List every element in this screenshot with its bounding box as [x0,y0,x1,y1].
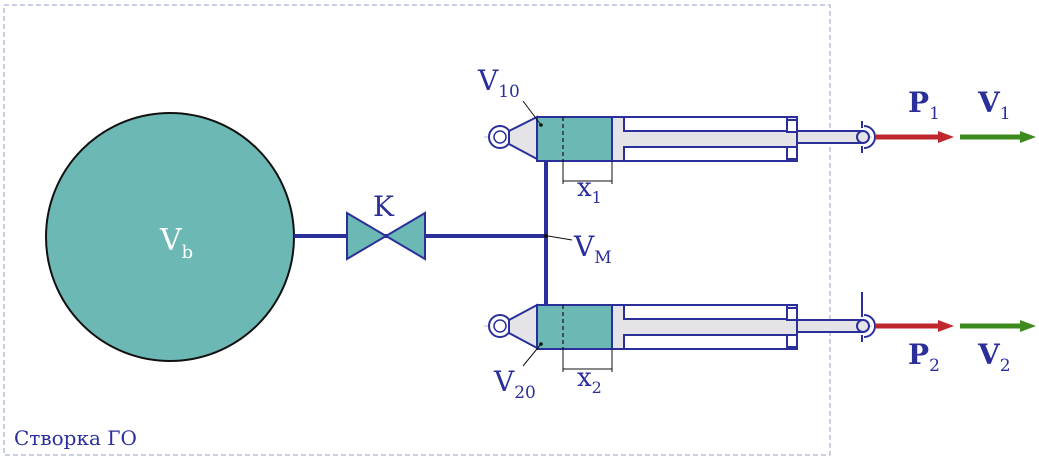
force-1-label: P1 [908,86,940,124]
cylinder-2-volume-main: V [493,365,515,398]
manifold-leader [547,235,573,241]
force-arrow-1-head [938,131,954,143]
velocity-2-label: V2 [977,338,1011,376]
tank-label-main: V [159,223,183,258]
cylinder-1-stroke-sub: 1 [592,188,602,207]
velocity-2-main: V [977,338,1001,371]
manifold-node [544,234,548,238]
velocity-2-sub: 2 [1000,356,1011,376]
force-2-label: P2 [908,338,940,376]
cylinder-2-fluid [536,304,613,350]
cylinder-1-volume-label: V10 [477,64,520,102]
cylinder-1-stroke-label: x1 [577,173,602,207]
cylinder-2-volume-label: V20 [493,365,536,403]
cylinder-2-stroke-sub: 2 [592,378,602,397]
valve [346,211,426,261]
cylinder-1 [484,100,876,184]
velocity-1-main: V [977,86,1001,119]
velocity-1-label: V1 [977,86,1011,124]
frame-label: Створка ГО [14,426,137,450]
cylinder-1-volume-sub: 10 [498,82,520,102]
cylinder-2-mount [488,314,512,338]
cylinder-2-stroke-main: x [577,363,592,393]
force-arrow-2-head [938,320,954,332]
cylinder-1-mount [488,125,512,149]
cylinder-1-volume-main: V [477,64,499,97]
cylinder-1-stroke-main: x [577,173,592,203]
manifold-label-sub: M [594,248,611,268]
door-frame [3,4,831,456]
valve-label: K [373,190,395,223]
force-2-sub: 2 [929,356,940,376]
tank-label-sub: b [182,242,194,263]
cylinder-2-rod [796,319,864,333]
cylinder-2 [484,292,876,372]
force-2-main: P [908,338,929,371]
force-1-main: P [908,86,929,119]
force-1-sub: 1 [929,104,940,124]
tank-label: Vb [159,223,193,263]
cylinder-1-fluid [536,116,613,162]
cylinder-1-rod [796,130,864,144]
cylinder-2-stroke-label: x2 [577,363,602,397]
cylinder-2-volume-sub: 20 [514,383,536,403]
manifold-label: VM [573,230,612,268]
velocity-1-sub: 1 [1000,104,1011,124]
velocity-arrow-1-head [1020,131,1036,143]
manifold-label-main: V [573,230,595,263]
velocity-arrow-2-head [1020,320,1036,332]
